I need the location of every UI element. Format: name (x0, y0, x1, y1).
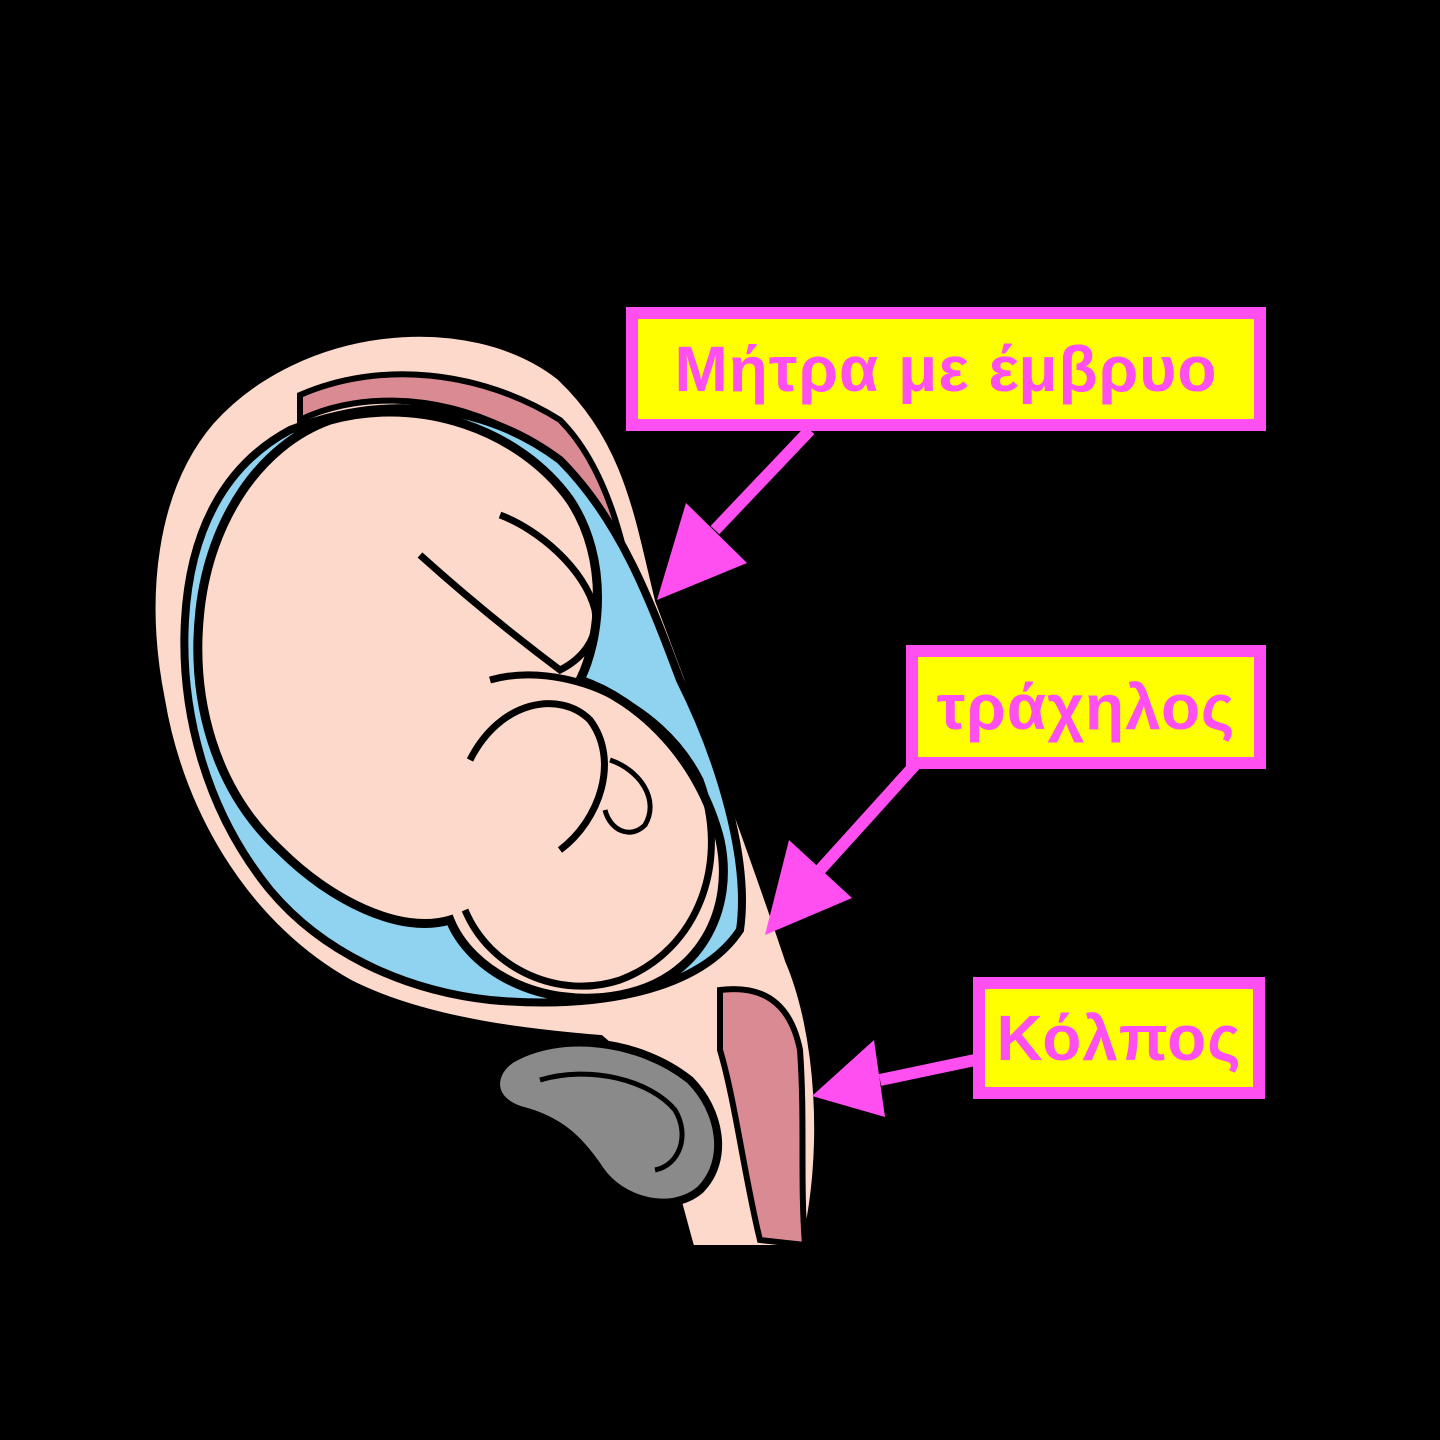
arrow-cervix (765, 760, 920, 935)
label-cervix-text: τράχηλος (936, 671, 1236, 743)
pelvic-organs-inner (539, 1071, 685, 1173)
arrow-vagina (812, 1040, 977, 1117)
arrow-uterus (657, 425, 815, 600)
label-cervix: τράχηλος (906, 645, 1266, 769)
fetus-ear (602, 757, 653, 835)
label-vagina-text: Κόλπος (996, 1002, 1242, 1074)
fetus-body (193, 407, 728, 1003)
fetus-leg (466, 700, 608, 853)
label-uterus-with-fetus: Μήτρα με έμβρυο (626, 307, 1266, 431)
fetus-arm (417, 511, 600, 675)
label-uterus-text: Μήτρα με έμβρυο (674, 333, 1218, 405)
pelvic-organs (492, 1038, 723, 1207)
fetus-head (461, 671, 715, 990)
label-vagina: Κόλπος (973, 977, 1265, 1099)
cervix-tissue (717, 986, 809, 1249)
